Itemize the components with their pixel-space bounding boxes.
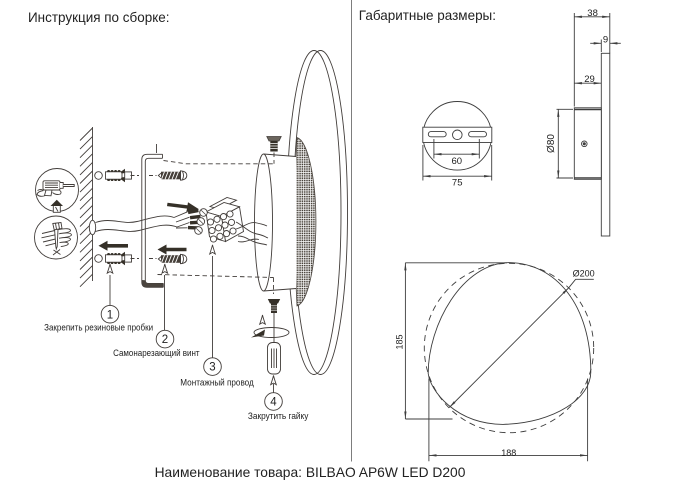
svg-text:Закрепить резиновые пробки: Закрепить резиновые пробки	[44, 323, 153, 333]
svg-text:Закрутить гайку: Закрутить гайку	[248, 411, 309, 421]
svg-text:1: 1	[107, 309, 113, 321]
svg-text:2: 2	[162, 334, 168, 346]
svg-text:9: 9	[603, 35, 608, 46]
svg-text:4: 4	[270, 397, 277, 409]
svg-text:Ø200: Ø200	[573, 268, 595, 278]
svg-text:Самонарезающий винт: Самонарезающий винт	[113, 348, 200, 358]
svg-text:60: 60	[452, 156, 463, 167]
svg-text:38: 38	[587, 8, 598, 19]
svg-text:75: 75	[452, 177, 463, 188]
svg-text:188: 188	[501, 448, 516, 458]
svg-text:Габаритные размеры:: Габаритные размеры:	[359, 7, 496, 23]
svg-text:3: 3	[209, 362, 215, 374]
svg-text:Наименование товара: BILBAO AP: Наименование товара: BILBAO AP6W LED D20…	[155, 464, 466, 480]
svg-text:Инструкция по сборке:: Инструкция по сборке:	[28, 9, 170, 25]
svg-text:185: 185	[395, 334, 405, 349]
svg-text:29: 29	[584, 74, 595, 85]
svg-text:Монтажный провод: Монтажный провод	[180, 377, 254, 387]
svg-text:Ø80: Ø80	[546, 134, 557, 153]
